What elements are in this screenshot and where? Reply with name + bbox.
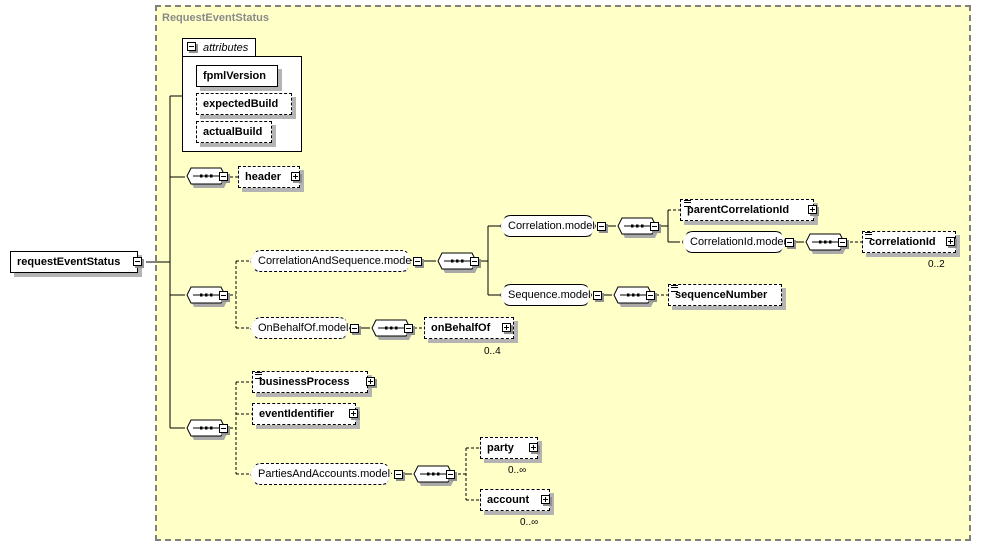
- element-businessProcess[interactable]: businessProcess: [252, 371, 368, 393]
- group-correlation-model[interactable]: Correlation.model: [500, 215, 596, 237]
- element-label: party: [487, 442, 514, 454]
- collapse-icon[interactable]: [133, 257, 142, 266]
- root-element-label: requestEventStatus: [17, 256, 121, 268]
- expand-icon[interactable]: [349, 409, 358, 418]
- group-correlation-and-sequence-model[interactable]: CorrelationAndSequence.model: [250, 250, 412, 272]
- collapse-icon[interactable]: [597, 222, 606, 231]
- cardinality-label: 0..∞: [508, 465, 527, 476]
- element-label: businessProcess: [259, 376, 350, 388]
- element-label: parentCorrelationId: [687, 204, 790, 216]
- attribute-label: fpmlVersion: [203, 70, 266, 82]
- expand-icon[interactable]: [541, 495, 550, 504]
- collapse-icon[interactable]: [404, 324, 413, 333]
- group-sequence-model[interactable]: Sequence.model: [500, 284, 592, 306]
- group-label: OnBehalfOf.model: [258, 322, 349, 334]
- collapse-icon[interactable]: [593, 291, 602, 300]
- cardinality-label: 0..4: [484, 346, 501, 357]
- complex-type-title: RequestEventStatus: [162, 12, 269, 24]
- collapse-icon[interactable]: [650, 222, 659, 231]
- element-sequenceNumber[interactable]: sequenceNumber: [668, 284, 782, 306]
- collapse-icon[interactable]: [350, 324, 359, 333]
- group-label: CorrelationAndSequence.model: [258, 255, 414, 267]
- root-element[interactable]: requestEventStatus: [10, 251, 138, 273]
- element-account[interactable]: account: [480, 489, 550, 511]
- attributes-label: attributes: [203, 42, 249, 54]
- collapse-icon[interactable]: [785, 238, 794, 247]
- cardinality-label: 0..2: [928, 259, 945, 270]
- group-parties-and-accounts-model[interactable]: PartiesAndAccounts.model: [250, 463, 392, 485]
- collapse-icon[interactable]: [219, 291, 228, 300]
- cardinality-label: 0..∞: [520, 517, 539, 528]
- group-label: Sequence.model: [508, 289, 591, 301]
- expand-icon[interactable]: [502, 323, 511, 332]
- collapse-icon[interactable]: [187, 42, 196, 51]
- attributes-tab[interactable]: attributes: [182, 38, 256, 57]
- collapse-icon[interactable]: [646, 291, 655, 300]
- group-correlation-id-model[interactable]: CorrelationId.model: [682, 231, 786, 253]
- element-party[interactable]: party: [480, 437, 538, 459]
- element-label: eventIdentifier: [259, 408, 335, 420]
- element-parentCorrelationId[interactable]: parentCorrelationId: [680, 199, 814, 221]
- annotation-icon: [865, 232, 872, 239]
- element-label: correlationId: [869, 236, 936, 248]
- element-label: sequenceNumber: [675, 289, 768, 301]
- annotation-icon: [671, 285, 678, 292]
- collapse-icon[interactable]: [446, 470, 455, 479]
- group-on-behalf-of-model[interactable]: OnBehalfOf.model: [250, 317, 350, 339]
- expand-icon[interactable]: [291, 172, 300, 181]
- element-onBehalfOf[interactable]: onBehalfOf: [424, 317, 514, 339]
- element-label: header: [245, 171, 282, 183]
- group-label: Correlation.model: [508, 220, 595, 232]
- element-correlationId[interactable]: correlationId: [862, 231, 956, 253]
- element-label: onBehalfOf: [431, 322, 491, 334]
- sequence-compositors: [186, 167, 847, 486]
- collapse-icon[interactable]: [394, 470, 403, 479]
- group-label: PartiesAndAccounts.model: [258, 468, 391, 480]
- collapse-icon[interactable]: [838, 238, 847, 247]
- expand-icon[interactable]: [366, 377, 375, 386]
- expand-icon[interactable]: [529, 443, 538, 452]
- element-label: account: [487, 494, 530, 506]
- element-eventIdentifier[interactable]: eventIdentifier: [252, 403, 356, 425]
- attribute-fpmlVersion[interactable]: fpmlVersion: [196, 65, 278, 87]
- attribute-actualBuild[interactable]: actualBuild: [196, 121, 272, 143]
- expand-icon[interactable]: [808, 205, 817, 214]
- attribute-label: actualBuild: [203, 126, 263, 138]
- attribute-label: expectedBuild: [203, 98, 279, 110]
- collapse-icon[interactable]: [470, 257, 479, 266]
- group-label: CorrelationId.model: [690, 236, 786, 248]
- collapse-icon[interactable]: [413, 257, 422, 266]
- annotation-icon: [255, 372, 262, 379]
- collapse-icon[interactable]: [219, 172, 228, 181]
- collapse-icon[interactable]: [219, 424, 228, 433]
- annotation-icon: [684, 200, 691, 207]
- attribute-expectedBuild[interactable]: expectedBuild: [196, 93, 292, 115]
- expand-icon[interactable]: [946, 237, 955, 246]
